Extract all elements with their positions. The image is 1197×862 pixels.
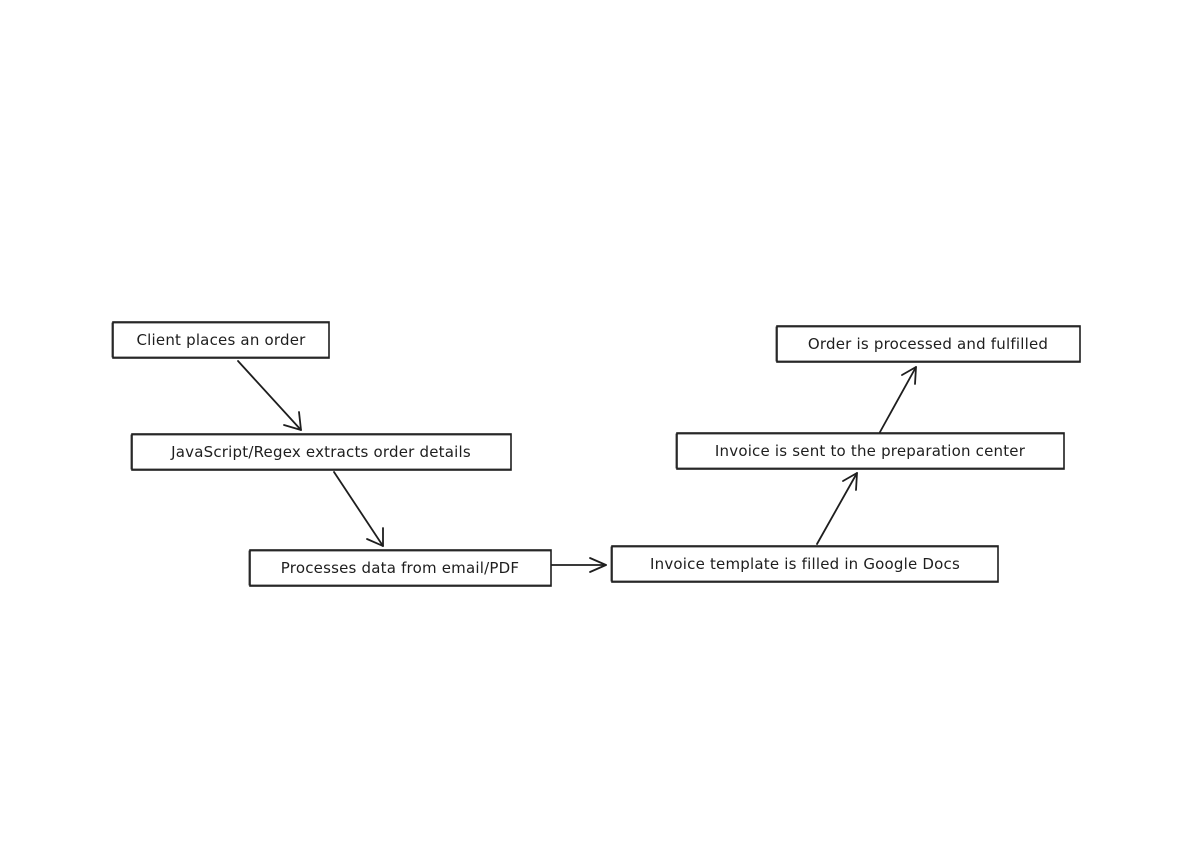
node-fulfill-order[interactable]: Order is processed and fulfilled <box>775 325 1081 363</box>
node-fill-template[interactable]: Invoice template is filled in Google Doc… <box>610 545 999 583</box>
edge-send-to-fulfill <box>879 366 917 433</box>
node-label-client-order: Client places an order <box>137 331 307 349</box>
edges <box>237 360 917 573</box>
node-label-fulfill-order: Order is processed and fulfilled <box>808 335 1048 353</box>
edge-extract-to-process <box>333 471 384 547</box>
edge-client-to-extract <box>237 360 302 431</box>
node-label-extract-details: JavaScript/Regex extracts order details <box>170 443 471 461</box>
node-process-data[interactable]: Processes data from email/PDF <box>248 549 552 587</box>
edge-fill-to-send <box>816 472 858 545</box>
node-label-process-data: Processes data from email/PDF <box>281 559 519 577</box>
node-label-fill-template: Invoice template is filled in Google Doc… <box>650 555 960 573</box>
node-client-order[interactable]: Client places an order <box>111 321 330 359</box>
edge-process-to-fill <box>550 557 607 573</box>
node-extract-details[interactable]: JavaScript/Regex extracts order details <box>130 433 512 471</box>
nodes: Client places an order JavaScript/Regex … <box>111 321 1081 587</box>
node-send-invoice[interactable]: Invoice is sent to the preparation cente… <box>675 432 1065 470</box>
node-label-send-invoice: Invoice is sent to the preparation cente… <box>715 442 1026 460</box>
